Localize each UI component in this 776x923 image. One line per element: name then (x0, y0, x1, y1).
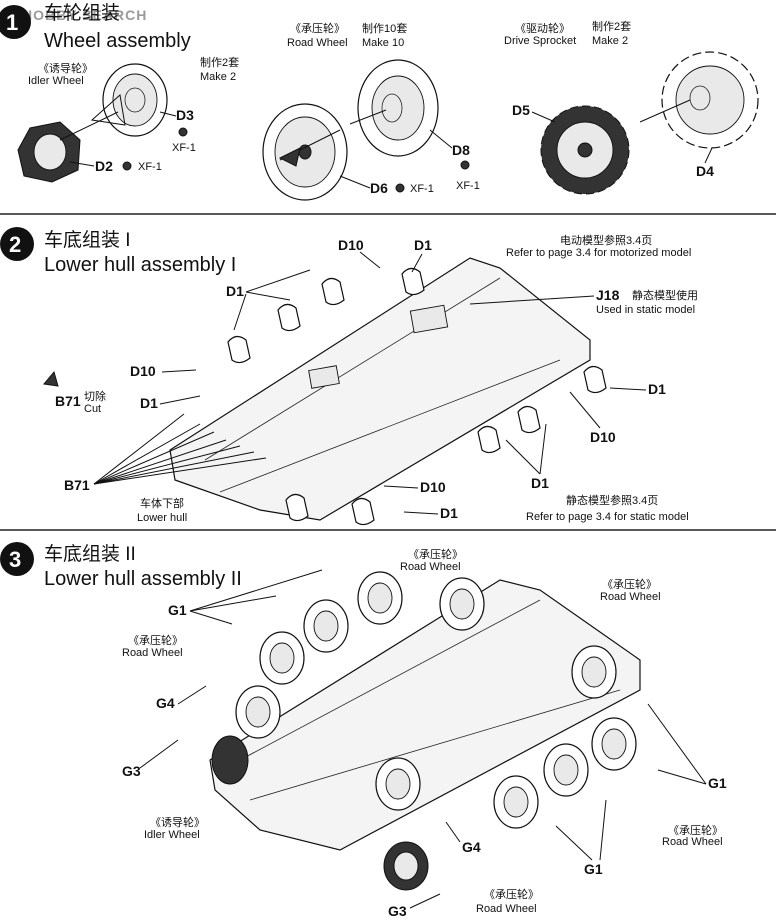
sprocket-label-zh: 《驱动轮》 (515, 21, 570, 35)
cut-note-zh: 切除 (84, 389, 106, 403)
part-d1-mid: D1 (140, 395, 158, 411)
paint-dot-icon (460, 160, 470, 170)
b71-cut-icon (43, 370, 59, 387)
road-label-3a-zh: 《承压轮》 (408, 547, 463, 561)
idler-wheel-drawing (17, 63, 168, 183)
idler-label-zh: 《诱导轮》 (38, 61, 93, 75)
paint-dot-icon (395, 183, 405, 193)
part-g3-left: G3 (122, 763, 141, 779)
sprocket-count-zh: 制作2套 (592, 20, 631, 33)
static-use-en: Used in static model (596, 304, 695, 316)
suspension-arms (227, 267, 607, 526)
part-g1-right: G1 (708, 775, 727, 791)
idler-label-en: Idler Wheel (28, 75, 84, 87)
road-wheels-3 (211, 571, 637, 891)
part-d6: D6 (370, 180, 388, 196)
part-d10-mid: D10 (130, 363, 156, 379)
part-g1-bottom: G1 (584, 861, 603, 877)
step3-title-en: Lower hull assembly II (44, 568, 242, 590)
static-ref-en: Refer to page 3.4 for static model (526, 511, 689, 523)
paint-xf1-d2: XF-1 (138, 161, 162, 173)
part-j18: J18 (596, 287, 620, 303)
sprocket-label-en: Drive Sprocket (504, 35, 576, 47)
step1-title-zh: 车轮组装 (44, 2, 120, 24)
part-d1-bottom: D1 (440, 505, 458, 521)
road-label-3c-en: Road Wheel (122, 647, 183, 659)
part-g4-bottom: G4 (462, 839, 481, 855)
step2-badge: 2 (0, 227, 34, 261)
part-d10-right: D10 (590, 429, 616, 445)
road-label-3b-zh: 《承压轮》 (602, 577, 657, 591)
part-d5: D5 (512, 102, 530, 118)
part-g4-left: G4 (156, 695, 175, 711)
sprocket-count-en: Make 2 (592, 35, 628, 47)
b71-leader-lines (93, 413, 267, 485)
idler-count-zh: 制作2套 (200, 56, 239, 69)
part-d10-top: D10 (338, 237, 364, 253)
step1-section: 1 车轮组装 Wheel assembly 《诱导轮》 Idler Wheel … (0, 2, 759, 201)
idler-label-3-zh: 《诱导轮》 (150, 815, 205, 829)
step1-number: 1 (6, 10, 18, 35)
step2-title-en: Lower hull assembly I (44, 254, 236, 276)
part-d1-top: D1 (414, 237, 432, 253)
road-wheel-drawing (262, 59, 439, 201)
step3-title-zh: 车底组装 II (44, 543, 136, 565)
idler-count-en: Make 2 (200, 71, 236, 83)
lower-hull-label-en: Lower hull (137, 512, 187, 524)
idler-label-3-en: Idler Wheel (144, 829, 200, 841)
road-label-3e-zh: 《承压轮》 (484, 887, 539, 901)
road-count-zh: 制作10套 (362, 22, 407, 35)
part-d1-bottomright: D1 (531, 475, 549, 491)
static-use-zh: 静态模型使用 (632, 288, 698, 302)
part-d4: D4 (696, 163, 714, 179)
step2-number: 2 (9, 232, 21, 257)
road-label-3a-en: Road Wheel (400, 561, 461, 573)
part-d1-left: D1 (226, 283, 244, 299)
step3-badge: 3 (0, 542, 34, 576)
part-d3: D3 (176, 107, 194, 123)
part-d2: D2 (95, 158, 113, 174)
road-label-3c-zh: 《承压轮》 (128, 633, 183, 647)
part-d1-right: D1 (648, 381, 666, 397)
cut-note-en: Cut (84, 403, 101, 415)
watermark: HOBBY SEARCH (22, 7, 147, 23)
part-d10-bottom: D10 (420, 479, 446, 495)
lower-hull-label-zh: 车体下部 (140, 496, 184, 510)
step2-title-zh: 车底组装 I (44, 229, 131, 251)
step3-number: 3 (9, 547, 21, 572)
part-b71-cut: B71 (55, 393, 81, 409)
lower-hull-drawing-1 (169, 257, 591, 521)
part-g1-left: G1 (168, 602, 187, 618)
sprocket-drawing (540, 51, 759, 195)
part-g3-bottom: G3 (388, 903, 407, 919)
part-d8: D8 (452, 142, 470, 158)
part-b71: B71 (64, 477, 90, 493)
road-label-3d-en: Road Wheel (662, 836, 723, 848)
road-label-3e-en: Road Wheel (476, 903, 537, 915)
road-label-zh: 《承压轮》 (290, 21, 345, 35)
lower-hull-drawing-2 (209, 579, 641, 851)
road-count-en: Make 10 (362, 37, 404, 49)
step3-section: 3 车底组装 II Lower hull assembly II 《承压轮》 R… (0, 542, 727, 919)
paint-xf1-d3: XF-1 (172, 142, 196, 154)
step2-section: 2 车底组装 I Lower hull assembly I 电动模型参照3.4… (0, 227, 698, 526)
road-label-3b-en: Road Wheel (600, 591, 661, 603)
paint-dot-icon (122, 161, 132, 171)
paint-xf1-d6: XF-1 (410, 183, 434, 195)
motorized-note-zh: 电动模型参照3.4页 (560, 233, 652, 247)
step1-badge: 1 (0, 5, 31, 39)
step1-title-en: Wheel assembly (44, 30, 191, 52)
motorized-note-en: Refer to page 3.4 for motorized model (506, 247, 691, 259)
paint-xf1-d8: XF-1 (456, 180, 480, 192)
road-label-3d-zh: 《承压轮》 (668, 823, 723, 837)
static-ref-zh: 静态模型参照3.4页 (566, 493, 658, 507)
road-label-en: Road Wheel (287, 37, 348, 49)
paint-dot-icon (178, 127, 188, 137)
